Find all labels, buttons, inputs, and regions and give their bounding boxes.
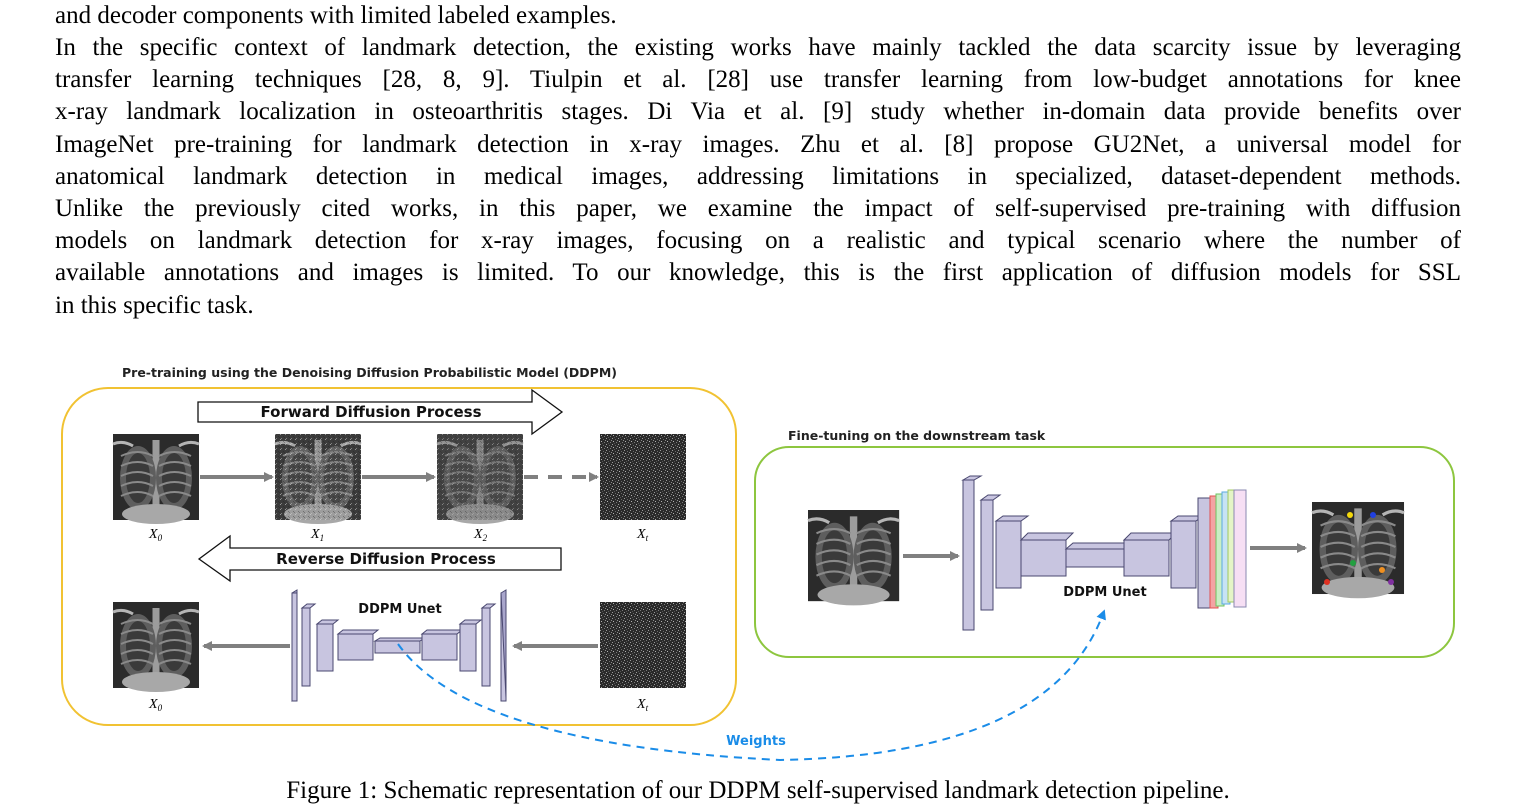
xray-input-finetune xyxy=(808,510,899,605)
unet-label-left: DDPM Unet xyxy=(358,602,441,617)
finetune-panel xyxy=(754,446,1455,658)
text-line: available annotations and images is limi… xyxy=(55,259,1461,287)
unet-label-right: DDPM Unet xyxy=(1063,585,1146,600)
noise-xt xyxy=(600,434,686,520)
text-line: transfer learning techniques [28, 8, 9].… xyxy=(55,66,1461,94)
reverse-label: Reverse Diffusion Process xyxy=(276,550,496,568)
xray-x1 xyxy=(275,434,361,524)
label-x0: X0 xyxy=(148,527,163,543)
label-xt-bottom: Xt xyxy=(636,697,649,713)
text-line: In the specific context of landmark dete… xyxy=(55,34,1461,61)
label-x1: X1 xyxy=(310,527,324,543)
reverse-arrow xyxy=(197,534,562,583)
xray-x0-denoised xyxy=(113,602,199,692)
pretrain-title: Pre-training using the Denoising Diffusi… xyxy=(122,365,617,380)
forward-arrow xyxy=(197,388,564,436)
text-line: anatomical landmark detection in medical… xyxy=(55,162,1461,190)
figure-caption: Figure 1: Schematic representation of ou… xyxy=(286,777,1230,804)
pretrain-panel xyxy=(61,387,737,726)
body-text: and decoder components with limited labe… xyxy=(55,0,1461,32)
output-heatmaps xyxy=(1209,489,1247,609)
paragraph: In the specific context of landmark dete… xyxy=(55,32,1461,322)
weights-arrow xyxy=(397,609,1106,762)
forward-label: Forward Diffusion Process xyxy=(261,403,482,421)
text-line: and decoder components with limited labe… xyxy=(55,2,617,29)
weights-label: Weights xyxy=(726,734,786,749)
unet-small xyxy=(291,589,507,702)
label-xt: Xt xyxy=(636,527,649,543)
text-line: in this specific task. xyxy=(55,291,254,319)
noise-xt-input xyxy=(600,602,686,688)
label-x2: X2 xyxy=(473,527,488,543)
text-line: x-ray landmark localization in osteoarth… xyxy=(55,98,1461,126)
unet-large xyxy=(961,475,1211,631)
text-line: ImageNet pre-training for landmark detec… xyxy=(55,130,1461,158)
finetune-title: Fine-tuning on the downstream task xyxy=(788,428,1046,443)
xray-x2 xyxy=(437,434,523,524)
text-line: Unlike the previously cited works, in th… xyxy=(55,195,1461,223)
label-x0-bottom: X0 xyxy=(148,697,163,713)
text-line: models on landmark detection for x-ray i… xyxy=(55,227,1461,255)
xray-x0 xyxy=(113,434,199,524)
landmark-points xyxy=(1324,512,1394,585)
